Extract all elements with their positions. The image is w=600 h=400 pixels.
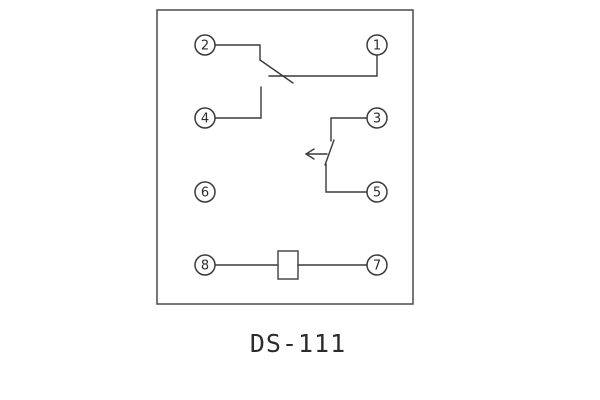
terminal-1: 1 bbox=[366, 34, 388, 56]
wire-terminal3-to-contact bbox=[330, 117, 368, 142]
wire-terminal1-to-contact bbox=[268, 54, 378, 77]
enclosure-border bbox=[156, 9, 414, 305]
terminal-5-label: 5 bbox=[373, 186, 381, 201]
terminal-7-circle bbox=[366, 254, 388, 276]
contact-blade-1 bbox=[259, 59, 294, 84]
terminal-2-label: 2 bbox=[201, 39, 209, 54]
terminal-6: 6 bbox=[194, 181, 216, 203]
terminal-1-circle bbox=[366, 34, 388, 56]
terminal-5: 5 bbox=[366, 181, 388, 203]
diagram-caption: DS-111 bbox=[250, 329, 346, 358]
terminal-3-label: 3 bbox=[373, 112, 381, 127]
coil-symbol bbox=[277, 250, 299, 280]
wire-terminal2-to-contact bbox=[214, 44, 261, 61]
terminal-4-circle bbox=[194, 107, 216, 129]
terminal-6-circle bbox=[194, 181, 216, 203]
wire-terminal4-to-contact bbox=[214, 86, 262, 119]
terminal-2: 2 bbox=[194, 34, 216, 56]
delay-arrow-icon bbox=[304, 148, 328, 160]
terminal-8-circle bbox=[194, 254, 216, 276]
terminal-7: 7 bbox=[366, 254, 388, 276]
terminal-4: 4 bbox=[194, 107, 216, 129]
contact-blade-2 bbox=[324, 139, 335, 166]
wire-terminal5-to-contact bbox=[325, 163, 368, 193]
terminal-1-label: 1 bbox=[373, 39, 381, 54]
terminal-3-circle bbox=[366, 107, 388, 129]
terminal-6-label: 6 bbox=[201, 186, 209, 201]
terminal-5-circle bbox=[366, 181, 388, 203]
terminal-8-label: 8 bbox=[201, 259, 209, 274]
terminal-4-label: 4 bbox=[201, 112, 209, 127]
terminal-8: 8 bbox=[194, 254, 216, 276]
terminal-3: 3 bbox=[366, 107, 388, 129]
terminal-2-circle bbox=[194, 34, 216, 56]
terminal-7-label: 7 bbox=[373, 259, 381, 274]
